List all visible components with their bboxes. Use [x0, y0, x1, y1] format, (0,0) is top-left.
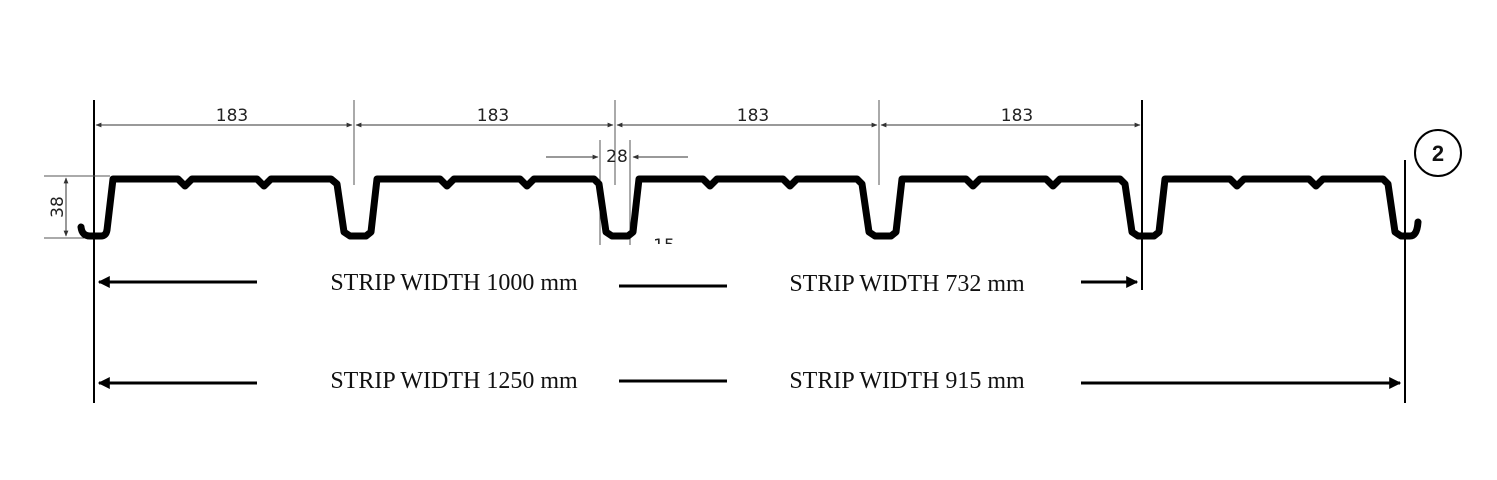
strip-row1-right-label: STRIP WIDTH 732 mm — [789, 271, 1025, 297]
strip-row2-left-label: STRIP WIDTH 1250 mm — [330, 368, 578, 394]
strip-row2-right-label: STRIP WIDTH 915 mm — [789, 368, 1025, 394]
sheet-profile — [77, 175, 1422, 240]
pitch-label-2: 183 — [477, 106, 509, 126]
pitch-label-4: 183 — [1001, 106, 1033, 126]
strip-row1-left-label: STRIP WIDTH 1000 mm — [330, 270, 578, 296]
partial-dimension-label: 15 — [653, 236, 675, 256]
pitch-label-3: 183 — [737, 106, 769, 126]
pitch-label-1: 183 — [216, 106, 248, 126]
figure-number-label: 2 — [1432, 141, 1444, 166]
rib-width-label: 28 — [606, 147, 628, 167]
figure-number-badge — [1414, 129, 1462, 177]
height-label: 38 — [48, 196, 68, 218]
